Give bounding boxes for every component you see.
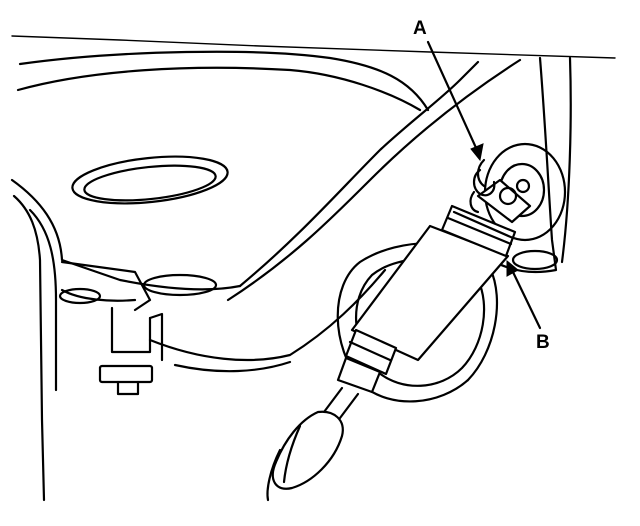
bracket-assembly [58,260,218,396]
callout-label-b: B [536,332,550,353]
leader-a [426,40,484,162]
safety-clip [469,158,496,214]
body-panel [10,35,616,502]
leader-b [506,259,542,330]
callout-label-a: A [413,18,427,39]
oval-recess [71,155,229,205]
tool [266,178,532,502]
